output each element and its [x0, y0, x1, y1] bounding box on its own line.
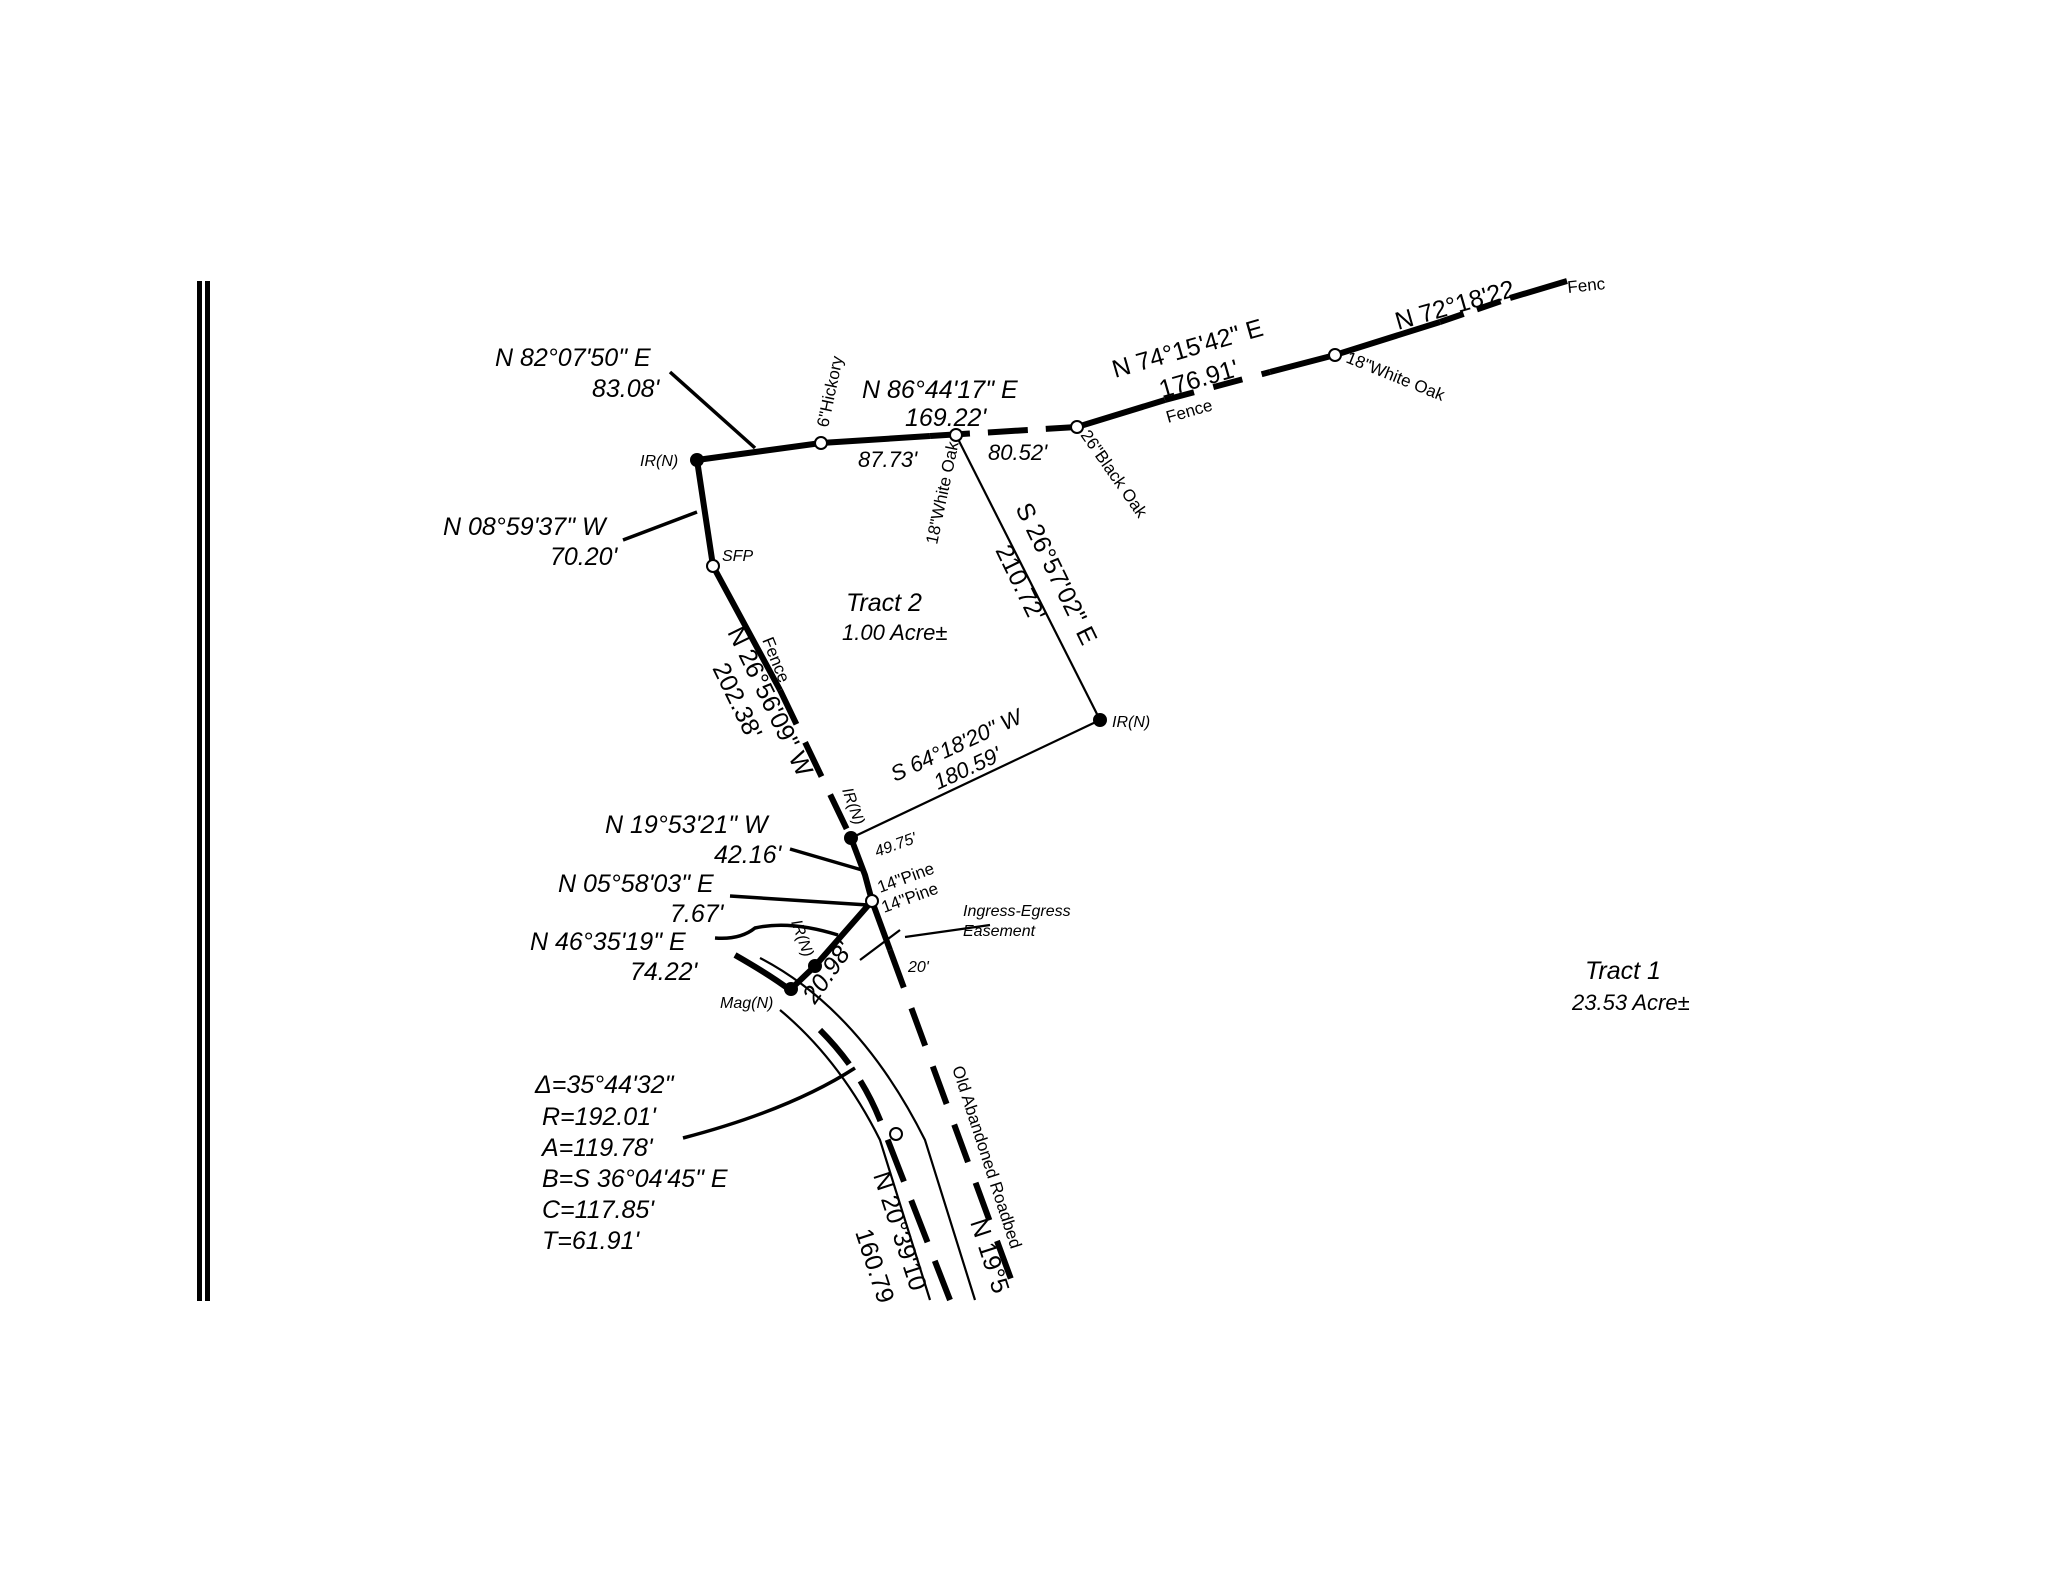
- tree-label: 6"Hickory: [813, 354, 847, 429]
- call-label: N 05°58'03" E: [558, 870, 714, 898]
- tree-marker: [1070, 420, 1084, 434]
- distance-label: 20': [907, 959, 930, 976]
- call-label: N 46°35'19" E: [530, 928, 686, 956]
- call-label: N 08°59'37" W: [443, 513, 608, 541]
- curve-delta: Δ=35°44'32": [534, 1071, 675, 1099]
- distance-label: 7.67': [670, 900, 725, 928]
- fence-label: Fenc: [1566, 274, 1606, 297]
- distance-label: 74.22': [630, 958, 699, 986]
- iron-rod-label: IR(N): [1112, 714, 1150, 731]
- iron-rod-marker: [690, 453, 704, 467]
- easement-line2: Easement: [963, 923, 1036, 940]
- distance-label: 70.20': [550, 543, 619, 571]
- tract2-name: Tract 2: [846, 589, 922, 617]
- iron-rod-marker: [808, 959, 822, 973]
- curve-tangent: T=61.91': [542, 1227, 640, 1255]
- iron-rod-label: IR(N): [787, 918, 816, 960]
- tract1-name: Tract 1: [1585, 957, 1661, 985]
- tree-marker: [949, 428, 963, 442]
- tract-labels: Tract 2 1.00 Acre± Tract 1 23.53 Acre±: [842, 589, 1690, 1015]
- distance-label: 87.73': [858, 447, 918, 472]
- tree-label: 26"Black Oak: [1077, 426, 1152, 521]
- tree-label: 18"White Oak: [922, 439, 962, 545]
- call-label: N 72°18'22: [1392, 275, 1518, 336]
- tree-label: 18"White Oak: [1344, 348, 1448, 405]
- pine-marker: [865, 894, 879, 908]
- call-label: N 19°53'21" W: [605, 811, 770, 839]
- easement-line1: Ingress-Egress: [963, 903, 1071, 920]
- mag-nail-label: Mag(N): [720, 995, 773, 1012]
- iron-rod-marker: [844, 831, 858, 845]
- tract1-area: 23.53 Acre±: [1571, 990, 1690, 1015]
- curve-arc: A=119.78': [540, 1134, 654, 1162]
- curve-bearing: B=S 36°04'45" E: [542, 1165, 728, 1193]
- tree-marker: [814, 436, 828, 450]
- iron-rod-label: IR(N): [640, 453, 678, 470]
- boundary-lines: [694, 278, 1568, 1292]
- distance-label: 49.75': [873, 830, 920, 861]
- sfp-marker: [706, 559, 720, 573]
- easement-label: Ingress-Egress Easement: [963, 903, 1071, 940]
- distance-label: 80.52': [988, 440, 1048, 465]
- tract2-area: 1.00 Acre±: [842, 620, 947, 645]
- curve-radius: R=192.01': [542, 1103, 657, 1131]
- curve-data: Δ=35°44'32" R=192.01' A=119.78' B=S 36°0…: [534, 1071, 728, 1255]
- sfp-label: SFP: [722, 548, 753, 565]
- curve-chord: C=117.85': [542, 1196, 655, 1224]
- monuments: [690, 348, 1342, 1141]
- distance-label: 42.16': [714, 841, 783, 869]
- distance-label: 83.08': [592, 375, 661, 403]
- iron-rod-marker: [1093, 713, 1107, 727]
- tree-marker: [1328, 348, 1342, 362]
- mag-nail-marker: [784, 982, 798, 996]
- distance-label: 169.22': [905, 404, 987, 432]
- road-marker: [889, 1127, 903, 1141]
- call-label: N 82°07'50" E: [495, 344, 651, 372]
- sheet-border: [197, 281, 210, 1301]
- leader-lines: [622, 370, 869, 1140]
- call-label: N 86°44'17" E: [862, 376, 1018, 404]
